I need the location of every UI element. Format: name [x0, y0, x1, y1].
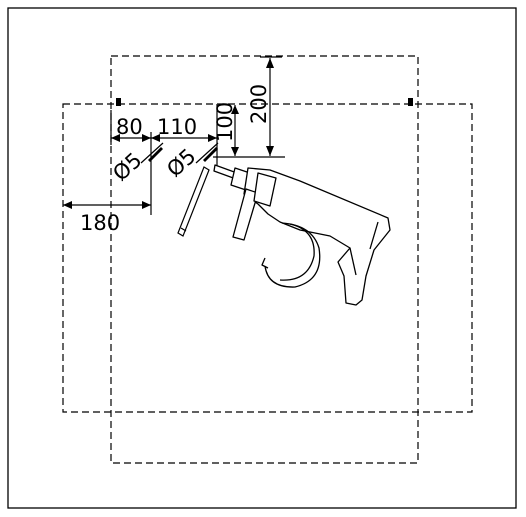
- mounting-outline-wide: [62, 103, 473, 413]
- power-drill-icon: [213, 164, 391, 306]
- dimension-lines: [63, 56, 285, 215]
- drill-bit-icon: [177, 166, 210, 237]
- mounting-outlines: [62, 55, 473, 464]
- hole-mark-right: [203, 147, 218, 162]
- dim-80: 80: [116, 115, 143, 139]
- dim-hole-right: Ø5: [162, 144, 200, 182]
- mount-marker-left: [116, 98, 121, 106]
- mounting-outline-tall: [110, 55, 419, 464]
- dim-110: 110: [157, 115, 197, 139]
- dim-100: 100: [213, 102, 237, 142]
- hole-marks: [148, 147, 218, 162]
- dim-200: 200: [247, 84, 271, 124]
- mount-marker-right: [408, 98, 413, 106]
- dim-hole-left: Ø5: [108, 148, 146, 186]
- dim-180: 180: [80, 211, 120, 235]
- drawing-frame: [7, 7, 517, 509]
- hole-mark-left: [148, 147, 163, 162]
